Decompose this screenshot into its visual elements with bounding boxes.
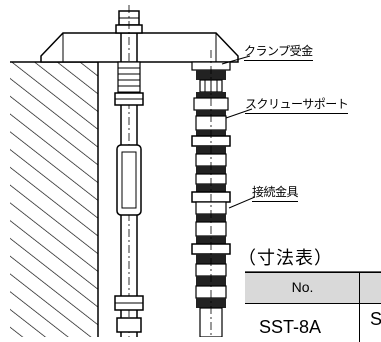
bolt-threads <box>114 61 144 106</box>
bolt-coupling <box>116 144 142 216</box>
table-cell-next: S <box>370 309 381 329</box>
table-header-no: No. <box>291 279 314 295</box>
clamp-plate <box>40 32 239 63</box>
dimension-table-title: （寸法表） <box>238 248 333 269</box>
leader-lines <box>221 55 256 209</box>
table-cell-no: SST-8A <box>259 317 322 337</box>
callout-clamp-receiver: クランプ受金 <box>244 42 313 61</box>
wall-section <box>10 61 99 337</box>
table-column-divider <box>359 272 360 342</box>
screw-support <box>191 50 231 337</box>
bolt-bottom-nut <box>114 295 144 333</box>
callout-connector: 接続金具 <box>252 183 299 202</box>
callout-screw-support: スクリューサポート <box>245 95 349 114</box>
table-header-row: No. <box>245 272 381 304</box>
